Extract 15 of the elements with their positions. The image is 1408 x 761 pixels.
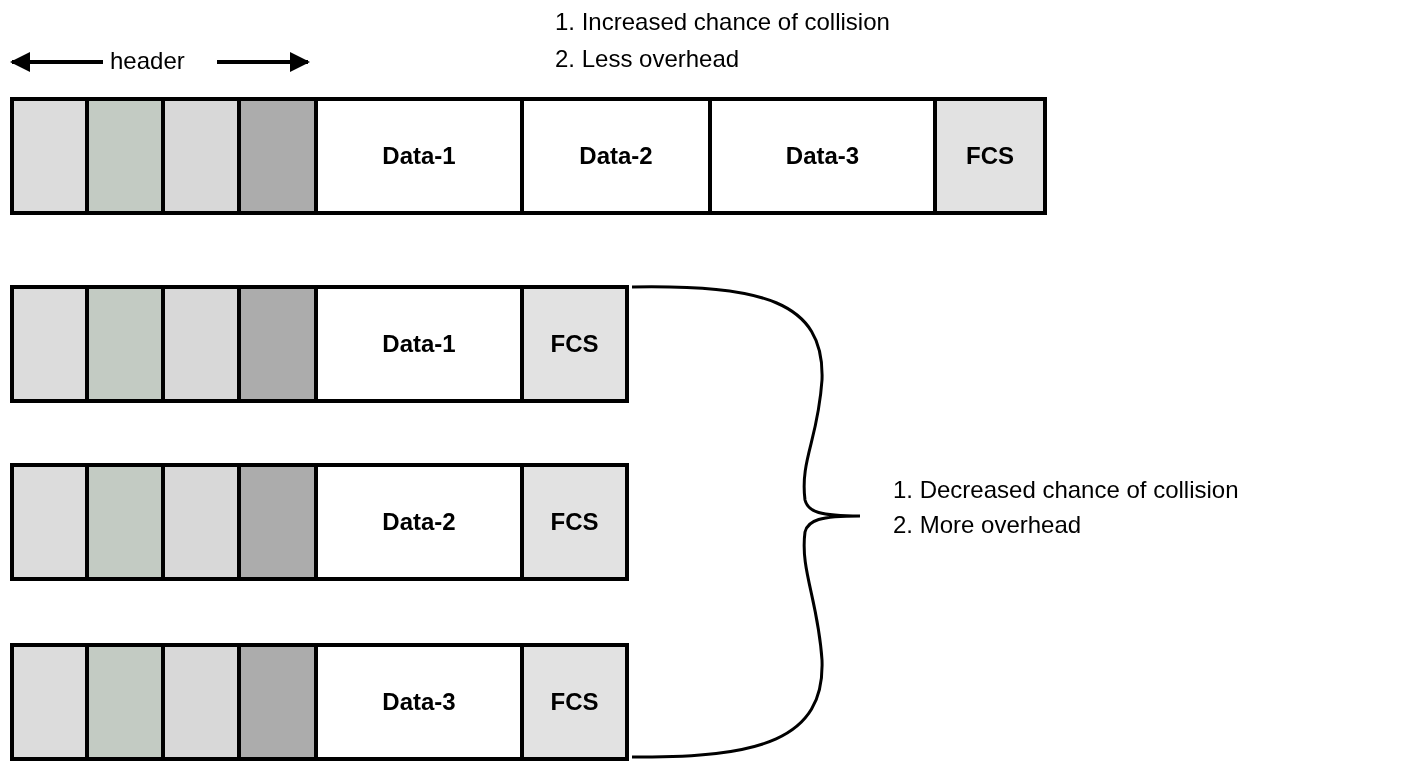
note-text: 1. Increased chance of collision bbox=[555, 8, 890, 36]
note-text: 2. Less overhead bbox=[555, 45, 740, 73]
field-label: FCS bbox=[966, 142, 1014, 170]
dimension-label: header bbox=[110, 47, 185, 75]
field-label: FCS bbox=[550, 330, 599, 358]
field-label: Data-1 bbox=[382, 330, 456, 358]
field-label: Data-3 bbox=[785, 142, 860, 170]
field-label: FCS bbox=[550, 688, 599, 716]
field-label: Data-3 bbox=[382, 688, 456, 716]
field-label: Data-2 bbox=[382, 508, 456, 536]
note-text: 1. Decreased chance of collision bbox=[893, 476, 1239, 504]
field-label: Data-1 bbox=[382, 142, 456, 170]
field-label: FCS bbox=[550, 508, 599, 536]
note-text: 2. More overhead bbox=[893, 511, 1082, 539]
field-label: Data-2 bbox=[579, 142, 653, 170]
